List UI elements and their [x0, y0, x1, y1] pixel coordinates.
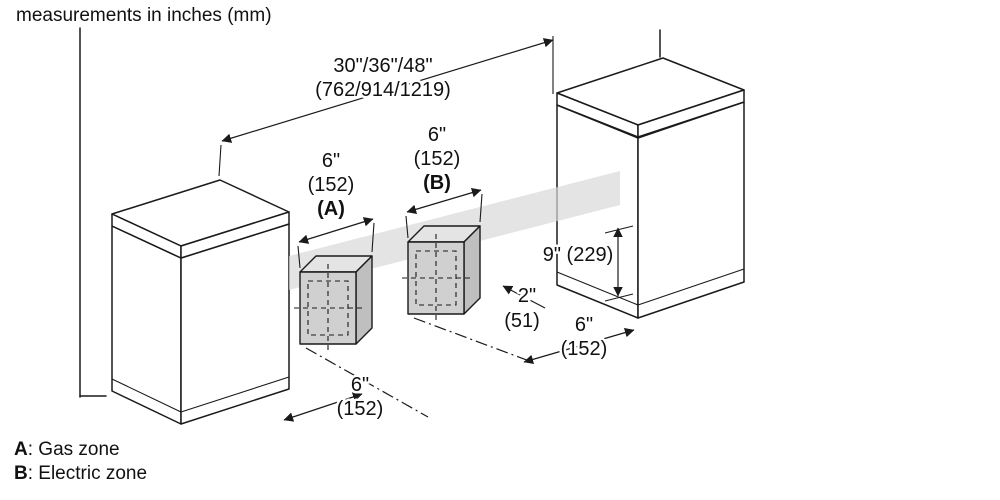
gas-box-floor-projection-line	[305, 347, 429, 418]
dimension-arrow-zone-a	[298, 217, 374, 244]
dimension-extension-a-left	[297, 245, 301, 269]
left-cabinet-kickplate-front	[111, 378, 182, 413]
dimension-extension-b-left	[405, 215, 409, 239]
legend-text-b: : Electric zone	[27, 463, 148, 484]
legend-gas-zone: A: Gas zone	[14, 438, 147, 462]
electric-box-front-face	[407, 241, 465, 315]
electric-zone-box-b	[402, 225, 481, 322]
label-right-6-inches: 6"	[575, 314, 593, 336]
label-gap-inches: 2"	[518, 285, 536, 307]
dimension-height-9in	[604, 225, 634, 302]
legend: A: Gas zone B: Electric zone	[14, 438, 147, 486]
label-zone-a-mm: (152)	[308, 174, 355, 196]
left-cabinet	[111, 179, 290, 425]
dimension-leader-gap-2in	[502, 285, 546, 309]
label-overall-inches: 30"/36"/48"	[333, 55, 432, 77]
dimension-zone-a-width	[297, 217, 375, 269]
electric-box-floor-projection-line	[413, 317, 533, 363]
dimension-tick-height-bottom	[604, 293, 634, 302]
right-cabinet	[556, 57, 745, 319]
gas-zone-box-a	[294, 255, 373, 352]
dimension-arrow-right-6in	[523, 327, 635, 365]
left-cabinet-front-face	[111, 225, 182, 425]
label-gap-mm: (51)	[504, 310, 540, 332]
right-cabinet-side-face	[637, 101, 745, 319]
right-cabinet-kickplate-side	[637, 268, 745, 306]
electric-box-side-face	[463, 225, 481, 315]
wall-lines	[79, 27, 661, 398]
dimension-extension-left	[218, 144, 222, 177]
label-zone-b-inches: 6"	[428, 124, 446, 146]
legend-electric-zone: B: Electric zone	[14, 462, 147, 486]
dimension-arrow-zone-b	[406, 187, 482, 215]
legend-text-a: : Gas zone	[27, 439, 120, 460]
dimension-zone-b-width	[405, 187, 483, 239]
label-overall-mm: (762/914/1219)	[315, 79, 451, 101]
dimension-labels: 30"/36"/48" (762/914/1219) 6" (152) (A) …	[305, 53, 616, 423]
legend-key-b: B	[14, 463, 28, 484]
label-zone-a-tag: (A)	[317, 198, 345, 220]
legend-key-a: A	[14, 439, 28, 460]
label-left-6-mm: (152)	[337, 398, 384, 420]
label-right-6-mm: (152)	[561, 338, 608, 360]
label-zone-b-mm: (152)	[414, 148, 461, 170]
gas-box-front-face	[299, 271, 357, 345]
label-zone-a-inches: 6"	[322, 150, 340, 172]
dimension-arrow-overall	[221, 38, 554, 143]
dimension-overall-width	[218, 36, 554, 177]
left-cabinet-kickplate-side	[180, 376, 290, 413]
gas-box-side-face	[355, 255, 373, 345]
label-zone-b-tag: (B)	[423, 172, 451, 194]
right-cabinet-kickplate-front	[556, 271, 639, 306]
label-height-9in: 9" (229)	[543, 244, 613, 266]
label-left-6-inches: 6"	[351, 374, 369, 396]
right-cabinet-counter-side-edge	[637, 89, 745, 138]
left-cabinet-counter-side-edge	[180, 211, 290, 259]
diagram-title: measurements in inches (mm)	[16, 5, 272, 26]
dimension-arrow-left-6in	[283, 392, 363, 422]
